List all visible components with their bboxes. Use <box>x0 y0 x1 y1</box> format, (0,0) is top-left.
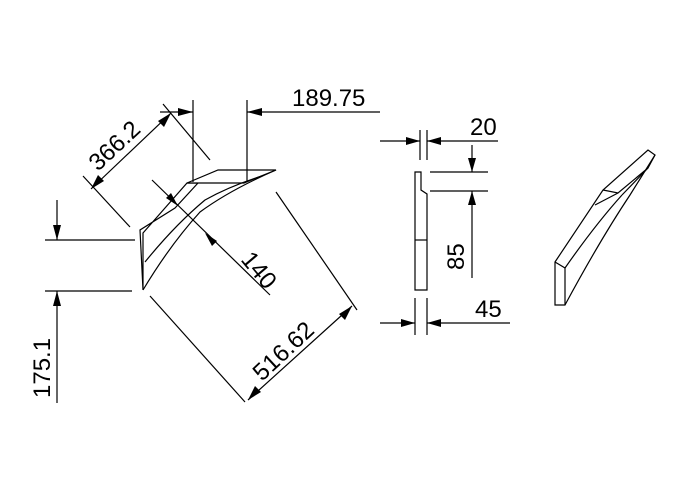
dim-label-depth: 140 <box>235 247 281 295</box>
dim-label-notch-height: 85 <box>443 243 470 270</box>
dim-depth: 140 <box>151 179 282 296</box>
main-part-inner-curve <box>144 175 263 263</box>
dim-long-length: 516.62 <box>149 191 358 403</box>
iso-part-flange-inner <box>594 167 649 206</box>
iso-part-flange <box>602 154 656 194</box>
dim-label-long-length: 516.62 <box>248 317 320 387</box>
dim-label-thickness-bottom: 45 <box>475 296 502 323</box>
iso-part-edge-2 <box>564 194 623 269</box>
dim-label-top-width: 189.75 <box>292 85 365 112</box>
dim-label-height: 175.1 <box>29 338 56 398</box>
iso-view <box>554 149 656 306</box>
side-part-profile <box>414 171 428 291</box>
side-view: 20 85 45 <box>380 114 510 335</box>
iso-part-outer <box>554 149 656 306</box>
dim-slant-length: 366.2 <box>82 103 211 228</box>
main-part-curve <box>142 169 277 291</box>
dim-height: 175.1 <box>29 200 135 403</box>
dim-thickness-top: 20 <box>380 114 498 160</box>
dim-notch-height: 85 <box>430 145 488 278</box>
dim-label-thickness-top: 20 <box>470 114 497 141</box>
main-view: 189.75 366.2 140 516.62 <box>29 85 380 403</box>
dim-thickness-bottom: 45 <box>380 296 510 335</box>
dim-top-width: 189.75 <box>160 85 380 182</box>
